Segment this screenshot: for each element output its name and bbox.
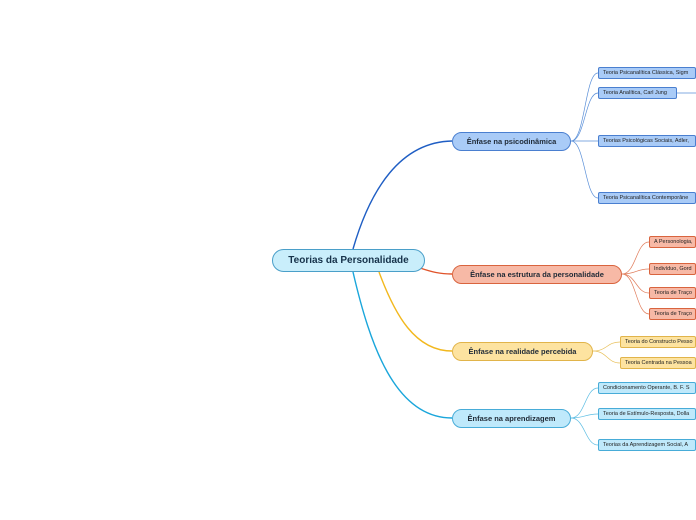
leaf-personologia[interactable]: A Personologia, <box>649 236 696 248</box>
leaf-aprendizagem-social[interactable]: Teorias da Aprendizagem Social, A <box>598 439 696 451</box>
leaf-psicanalitica-classica[interactable]: Teoria Psicanalítica Clássica, Sigm <box>598 67 696 79</box>
connector-root-estrutura <box>419 267 453 275</box>
connectors-psicodinamica <box>570 72 696 199</box>
leaf-psicanalitica-contemporanea[interactable]: Teoria Psicanalítica Contemporâne <box>598 192 696 204</box>
root-topic[interactable]: Teorias da Personalidade <box>272 249 425 272</box>
leaf-centrada-pessoa[interactable]: Teoria Centrada na Pessoa <box>620 357 696 369</box>
leaf-teoria-traco-2[interactable]: Teoria de Traço <box>649 308 696 320</box>
leaf-individuo-gordon[interactable]: Indivíduo, Gord <box>649 263 696 275</box>
leaf-analitica-jung[interactable]: Teoria Analítica, Carl Jung <box>598 87 677 99</box>
connector-root-aprendizagem <box>352 271 453 419</box>
branch-aprendizagem[interactable]: Ênfase na aprendizagem <box>452 409 571 428</box>
branch-realidade[interactable]: Ênfase na realidade percebida <box>452 342 593 361</box>
leaf-teoria-traco-1[interactable]: Teoria de Traço <box>649 287 696 299</box>
connectors-realidade <box>592 341 621 364</box>
connectors-estrutura <box>621 241 650 315</box>
leaf-condicionamento-operante[interactable]: Condicionamento Operante, B. F. S <box>598 382 696 394</box>
branch-estrutura[interactable]: Ênfase na estrutura da personalidade <box>452 265 622 284</box>
connector-root-psicodinamica <box>352 140 453 250</box>
leaf-psicologicas-sociais[interactable]: Teorias Psicológicas Sociais, Adler, <box>598 135 696 147</box>
branch-psicodinamica[interactable]: Ênfase na psicodinâmica <box>452 132 571 151</box>
connectors-aprendizagem <box>570 387 599 446</box>
connector-root-realidade <box>378 271 453 352</box>
leaf-constructo-pessoal[interactable]: Teoria do Constructo Pesso <box>620 336 696 348</box>
leaf-estimulo-resposta[interactable]: Teoria de Estímulo-Resposta, Dolla <box>598 408 696 420</box>
